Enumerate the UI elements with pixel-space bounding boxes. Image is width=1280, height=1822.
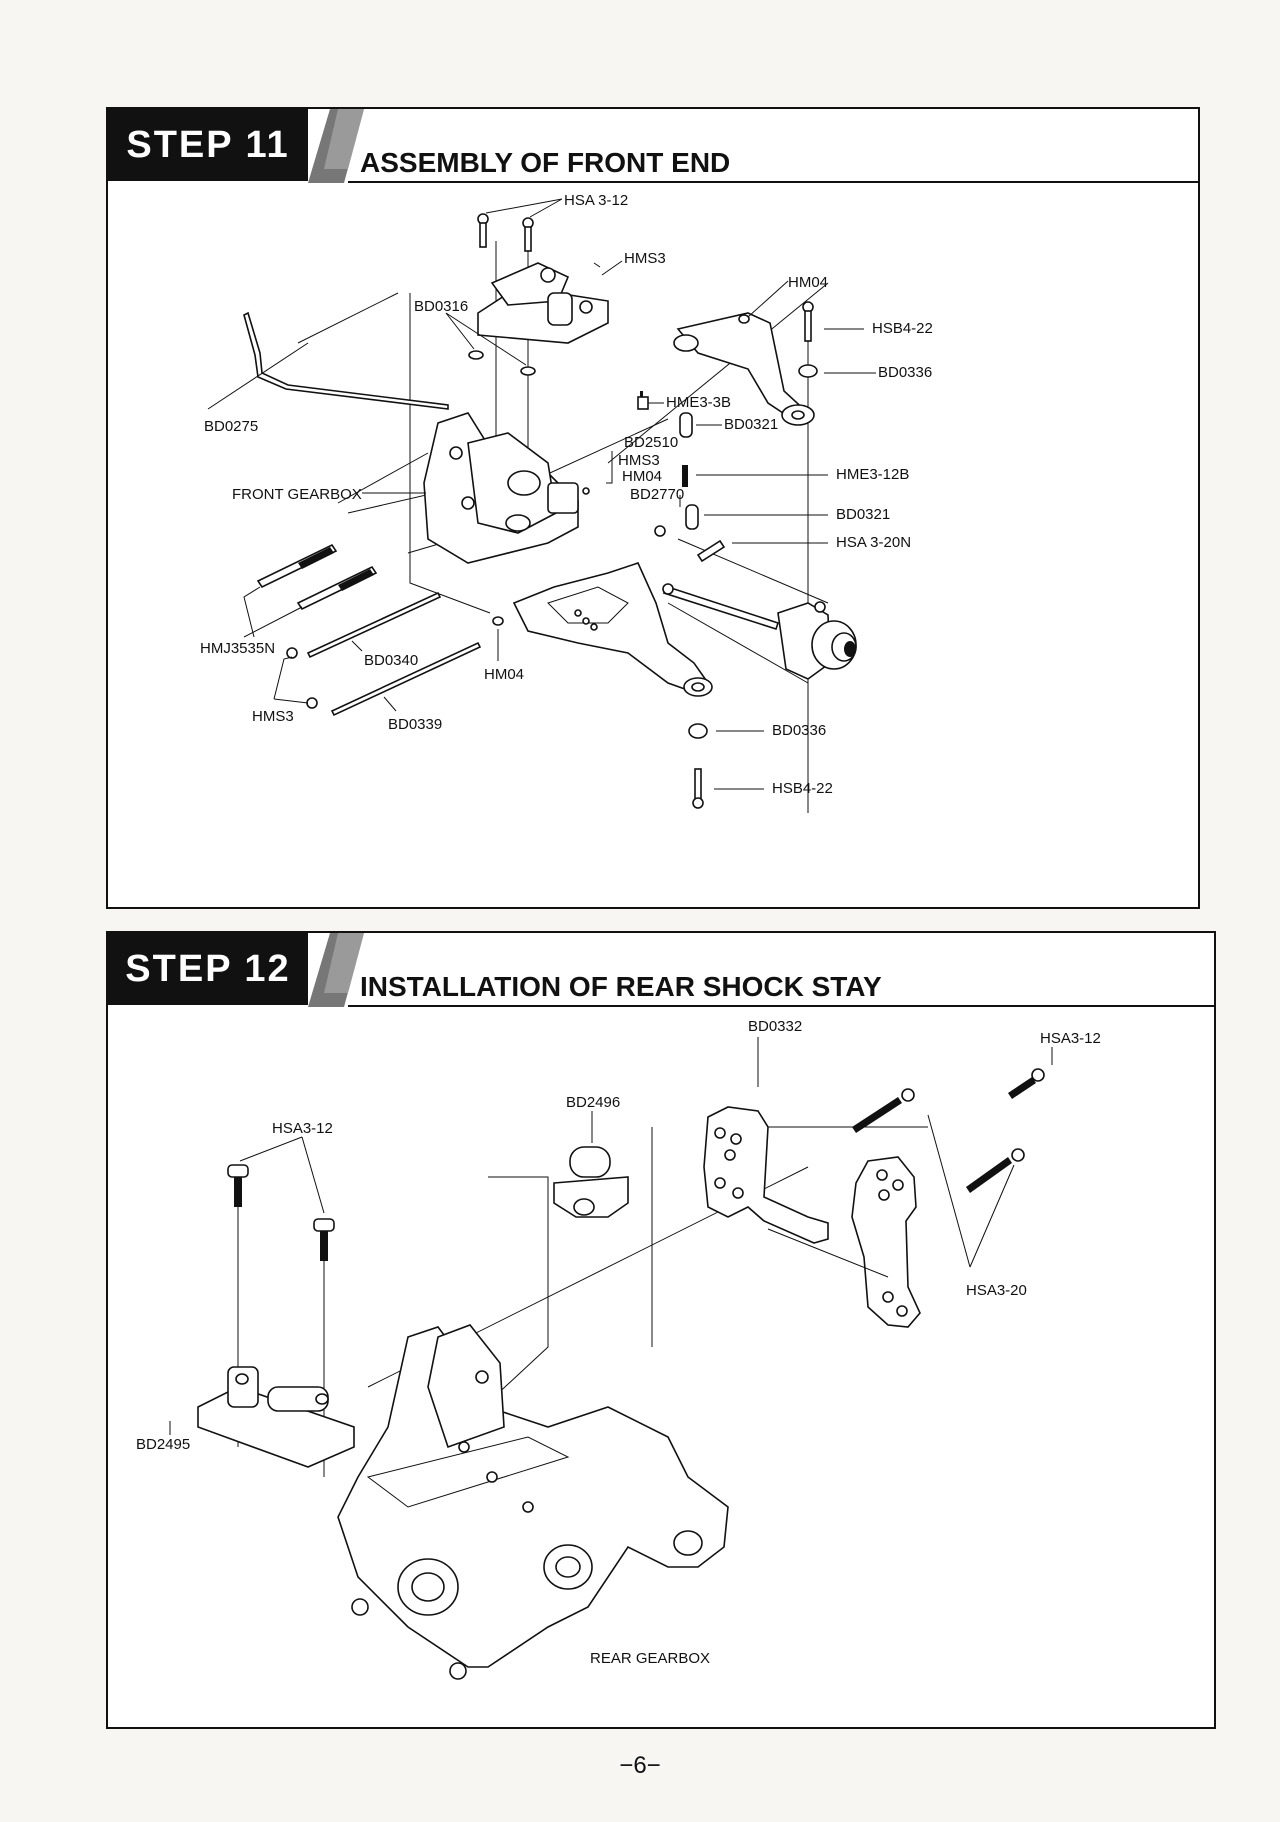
front-lower-arm [512,562,713,697]
label-hm04-top: HM04 [788,274,828,291]
label-hsa3-12-right: HSA3-12 [1040,1030,1101,1047]
label-bd0339: BD0339 [388,716,442,733]
label-bd2495: BD2495 [136,1436,190,1453]
hmj3535n-pins [243,543,378,638]
hme3-12b-link [682,465,828,487]
front-end-exploded-diagram: HSA 3-12 HMS3 BD0316 BD0275 [200,192,933,813]
bd0336-bushing-top [798,364,876,378]
hsa3-20-screws [852,1088,1025,1268]
hm04-washer-top [738,314,750,324]
front-upper-mount [477,262,609,344]
label-hsb4-22-top: HSB4-22 [872,320,933,337]
rear-gearbox [337,1324,729,1680]
bd0340-pin [286,591,442,659]
step-11-panel: STEP 11 ASSEMBLY OF FRONT END [106,107,1200,909]
hsa3-20n-screw [696,539,828,563]
hsb4-22-screw-bottom [692,768,764,809]
label-hsa3-20n: HSA 3-20N [836,534,911,551]
step-11-header-rule [348,181,1198,183]
label-hme3-3b: HME3-3B [666,394,731,411]
label-bd2510: BD2510 [624,434,678,451]
label-hms3-mid: HMS3 [618,452,660,469]
header-shade-icon [308,109,364,183]
hsa3-12-screws-left [227,1136,335,1261]
label-hms3-top: HMS3 [624,250,666,267]
label-rear-gearbox: REAR GEARBOX [590,1650,710,1667]
hsa3-12-screws [477,198,563,252]
bd2496-body-post [553,1146,629,1218]
label-bd0336-bottom: BD0336 [772,722,826,739]
label-hsa3-12-left: HSA3-12 [272,1120,333,1137]
label-bd0340: BD0340 [364,652,418,669]
step-12-title: INSTALLATION OF REAR SHOCK STAY [360,971,882,1002]
label-hmj3535n: HMJ3535N [200,640,275,657]
hsb4-22-screw-top [802,301,864,342]
step-11-header: STEP 11 ASSEMBLY OF FRONT END [108,109,1198,183]
label-bd0332: BD0332 [748,1018,802,1035]
label-hm04-bottom: HM04 [484,666,524,683]
label-bd2496: BD2496 [566,1094,620,1111]
front-knuckle-hub [777,601,857,680]
label-bd0336-top: BD0336 [878,364,932,381]
front-gearbox [423,412,590,564]
step-12-badge: STEP 12 [108,933,308,1005]
step-12-header-rule [348,1005,1214,1007]
label-bd0321-mid: BD0321 [836,506,890,523]
label-front-gearbox: FRONT GEARBOX [232,486,362,503]
step-11-title: ASSEMBLY OF FRONT END [360,147,731,178]
bd0316-spacers [445,312,536,376]
page-number: −6− [619,1752,661,1779]
rear-shock-stay-exploded-diagram: BD0332 HSA3-12 HSA3-20 BD2496 [136,1018,1101,1680]
header-shade-icon [308,933,364,1007]
hm04-washer-bottom [492,616,504,626]
bd0339-pin [306,641,482,717]
drive-shaft [662,583,780,631]
hsa3-12-screw-right [1008,1047,1053,1099]
label-hsb4-22-bottom: HSB4-22 [772,780,833,797]
label-hsa3-12: HSA 3-12 [564,192,628,209]
label-bd2770: BD2770 [630,486,684,503]
bd2495-mount [197,1366,355,1468]
label-bd0321-top: BD0321 [724,416,778,433]
label-bd0275: BD0275 [204,418,258,435]
label-hsa3-20: HSA3-20 [966,1282,1027,1299]
bd0275-anti-roll-bar [243,311,449,410]
bd0332-shock-stay [703,1106,921,1328]
label-hms3-bottom: HMS3 [252,708,294,725]
label-bd0316: BD0316 [414,298,468,315]
step-12-panel: STEP 12 INSTALLATION OF REAR SHOCK STAY [106,931,1216,1729]
label-hme3-12b: HME3-12B [836,466,909,483]
step-12-header: STEP 12 INSTALLATION OF REAR SHOCK STAY [108,933,1214,1007]
hme3-3b-ball [637,391,649,410]
step-11-badge: STEP 11 [108,109,308,181]
bd0336-bushing-bottom [688,723,764,739]
label-hm04-mid: HM04 [622,468,662,485]
front-upper-arm [673,312,815,426]
bd0321-rod-end-top [679,412,722,438]
bd0321-rod-end-mid [654,504,828,537]
